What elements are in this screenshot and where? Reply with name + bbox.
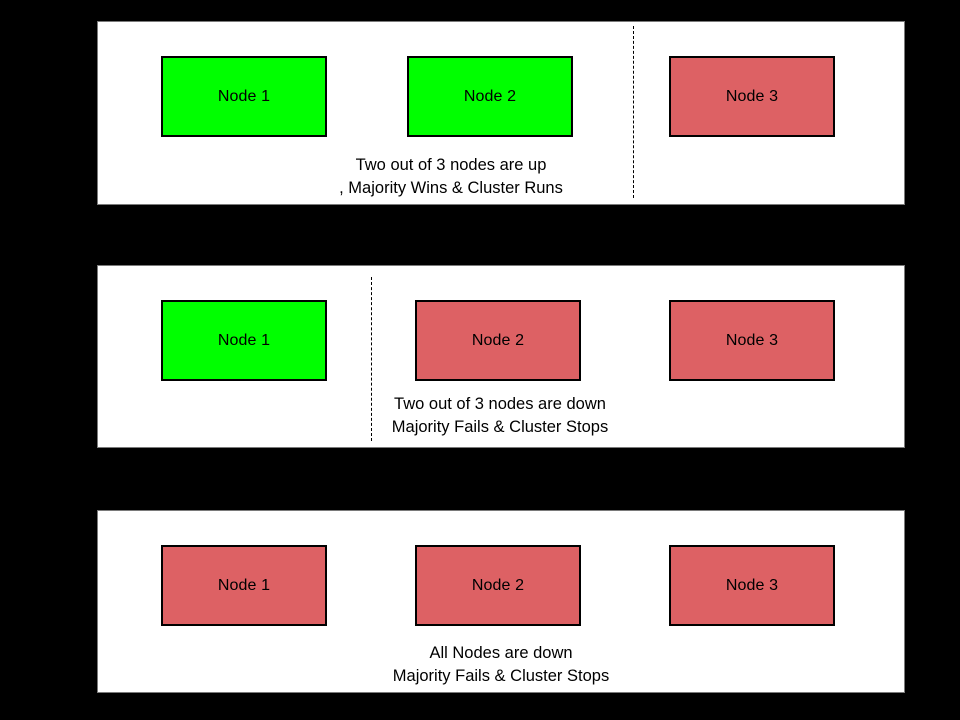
node-label: Node 1: [217, 576, 271, 594]
caption-line-2: Majority Fails & Cluster Stops: [391, 418, 609, 436]
node-label: Node 3: [725, 331, 779, 349]
scenario-panel-two-down: Node 1 Node 2 Node 3 Two out of 3 nodes …: [97, 265, 905, 448]
node-box-p1-node1[interactable]: Node 1: [161, 56, 327, 137]
caption-line-1: Two out of 3 nodes are up: [355, 156, 547, 174]
node-box-p3-node2[interactable]: Node 2: [415, 545, 581, 626]
scenario-caption: All Nodes are down Majority Fails & Clus…: [98, 642, 904, 688]
caption-line-1: Two out of 3 nodes are down: [394, 395, 606, 413]
node-box-p2-node3[interactable]: Node 3: [669, 300, 835, 381]
node-label: Node 3: [725, 87, 779, 105]
scenario-panel-all-down: Node 1 Node 2 Node 3 All Nodes are down …: [97, 510, 905, 693]
node-box-p1-node2[interactable]: Node 2: [407, 56, 573, 137]
scenario-panel-two-up: Node 1 Node 2 Node 3 Two out of 3 nodes …: [97, 21, 905, 205]
scenario-caption: Two out of 3 nodes are down Majority Fai…: [98, 393, 904, 439]
node-label: Node 1: [217, 87, 271, 105]
quorum-divider-line: [633, 26, 634, 198]
caption-line-1: All Nodes are down: [429, 644, 573, 662]
node-label: Node 2: [471, 576, 525, 594]
caption-line-2: Majority Fails & Cluster Stops: [392, 667, 610, 685]
caption-line-2: , Majority Wins & Cluster Runs: [339, 179, 563, 197]
node-label: Node 1: [217, 331, 271, 349]
node-label: Node 2: [471, 331, 525, 349]
node-box-p1-node3[interactable]: Node 3: [669, 56, 835, 137]
node-box-p3-node3[interactable]: Node 3: [669, 545, 835, 626]
node-label: Node 3: [725, 576, 779, 594]
node-box-p3-node1[interactable]: Node 1: [161, 545, 327, 626]
node-box-p2-node2[interactable]: Node 2: [415, 300, 581, 381]
node-label: Node 2: [463, 87, 517, 105]
scenario-caption: Two out of 3 nodes are up , Majority Win…: [98, 154, 904, 200]
quorum-divider-line: [371, 277, 372, 441]
node-box-p2-node1[interactable]: Node 1: [161, 300, 327, 381]
